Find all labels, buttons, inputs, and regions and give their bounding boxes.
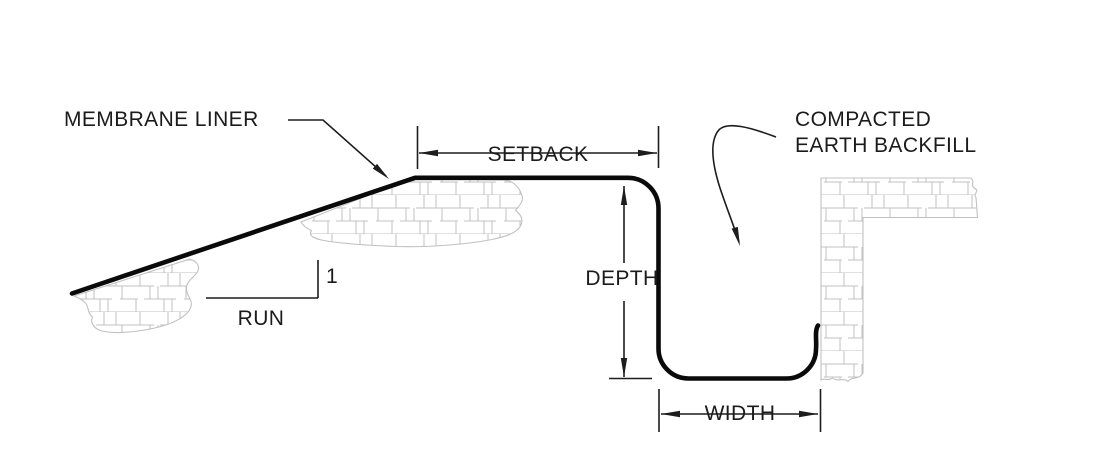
depth-dimension-label: DEPTH [585, 267, 659, 290]
earth-hatch-backfill-block [820, 177, 979, 383]
dimension-arrowhead-icon [620, 186, 628, 205]
leader-line [288, 119, 387, 177]
dimension-arrowhead-icon [661, 410, 680, 418]
backfill-leader [712, 124, 777, 246]
membrane-liner-path [69, 175, 821, 381]
setback-dimension [416, 126, 660, 169]
earth-hatch-crest [300, 177, 523, 248]
depth-dimension [609, 186, 652, 380]
width-dimension-label: WIDTH [704, 402, 776, 425]
membrane-liner-leader [288, 119, 389, 179]
membrane-liner-label: MEMBRANE LINER [64, 108, 259, 131]
compacted-earth-backfill-label: COMPACTED EARTH BACKFILL [795, 107, 976, 159]
width-dimension [658, 389, 822, 432]
dimension-arrowhead-icon [799, 410, 818, 418]
slope-run-label: RUN [237, 307, 285, 330]
compacted-earth-line2: EARTH BACKFILL [795, 134, 977, 158]
leader-arrowhead-icon [731, 226, 740, 246]
setback-dimension-label: SETBACK [487, 143, 589, 166]
dimension-arrowhead-icon [419, 149, 438, 157]
dimension-arrowhead-icon [638, 149, 657, 157]
leader-arrowhead-icon [372, 163, 389, 179]
earth-hatch-left-slope [72, 258, 200, 334]
slope-indicator [206, 260, 319, 299]
slope-rise-label: 1 [326, 265, 339, 288]
compacted-earth-line1: COMPACTED [795, 108, 932, 131]
leader-line [712, 124, 777, 243]
dimension-arrowhead-icon [620, 358, 628, 377]
